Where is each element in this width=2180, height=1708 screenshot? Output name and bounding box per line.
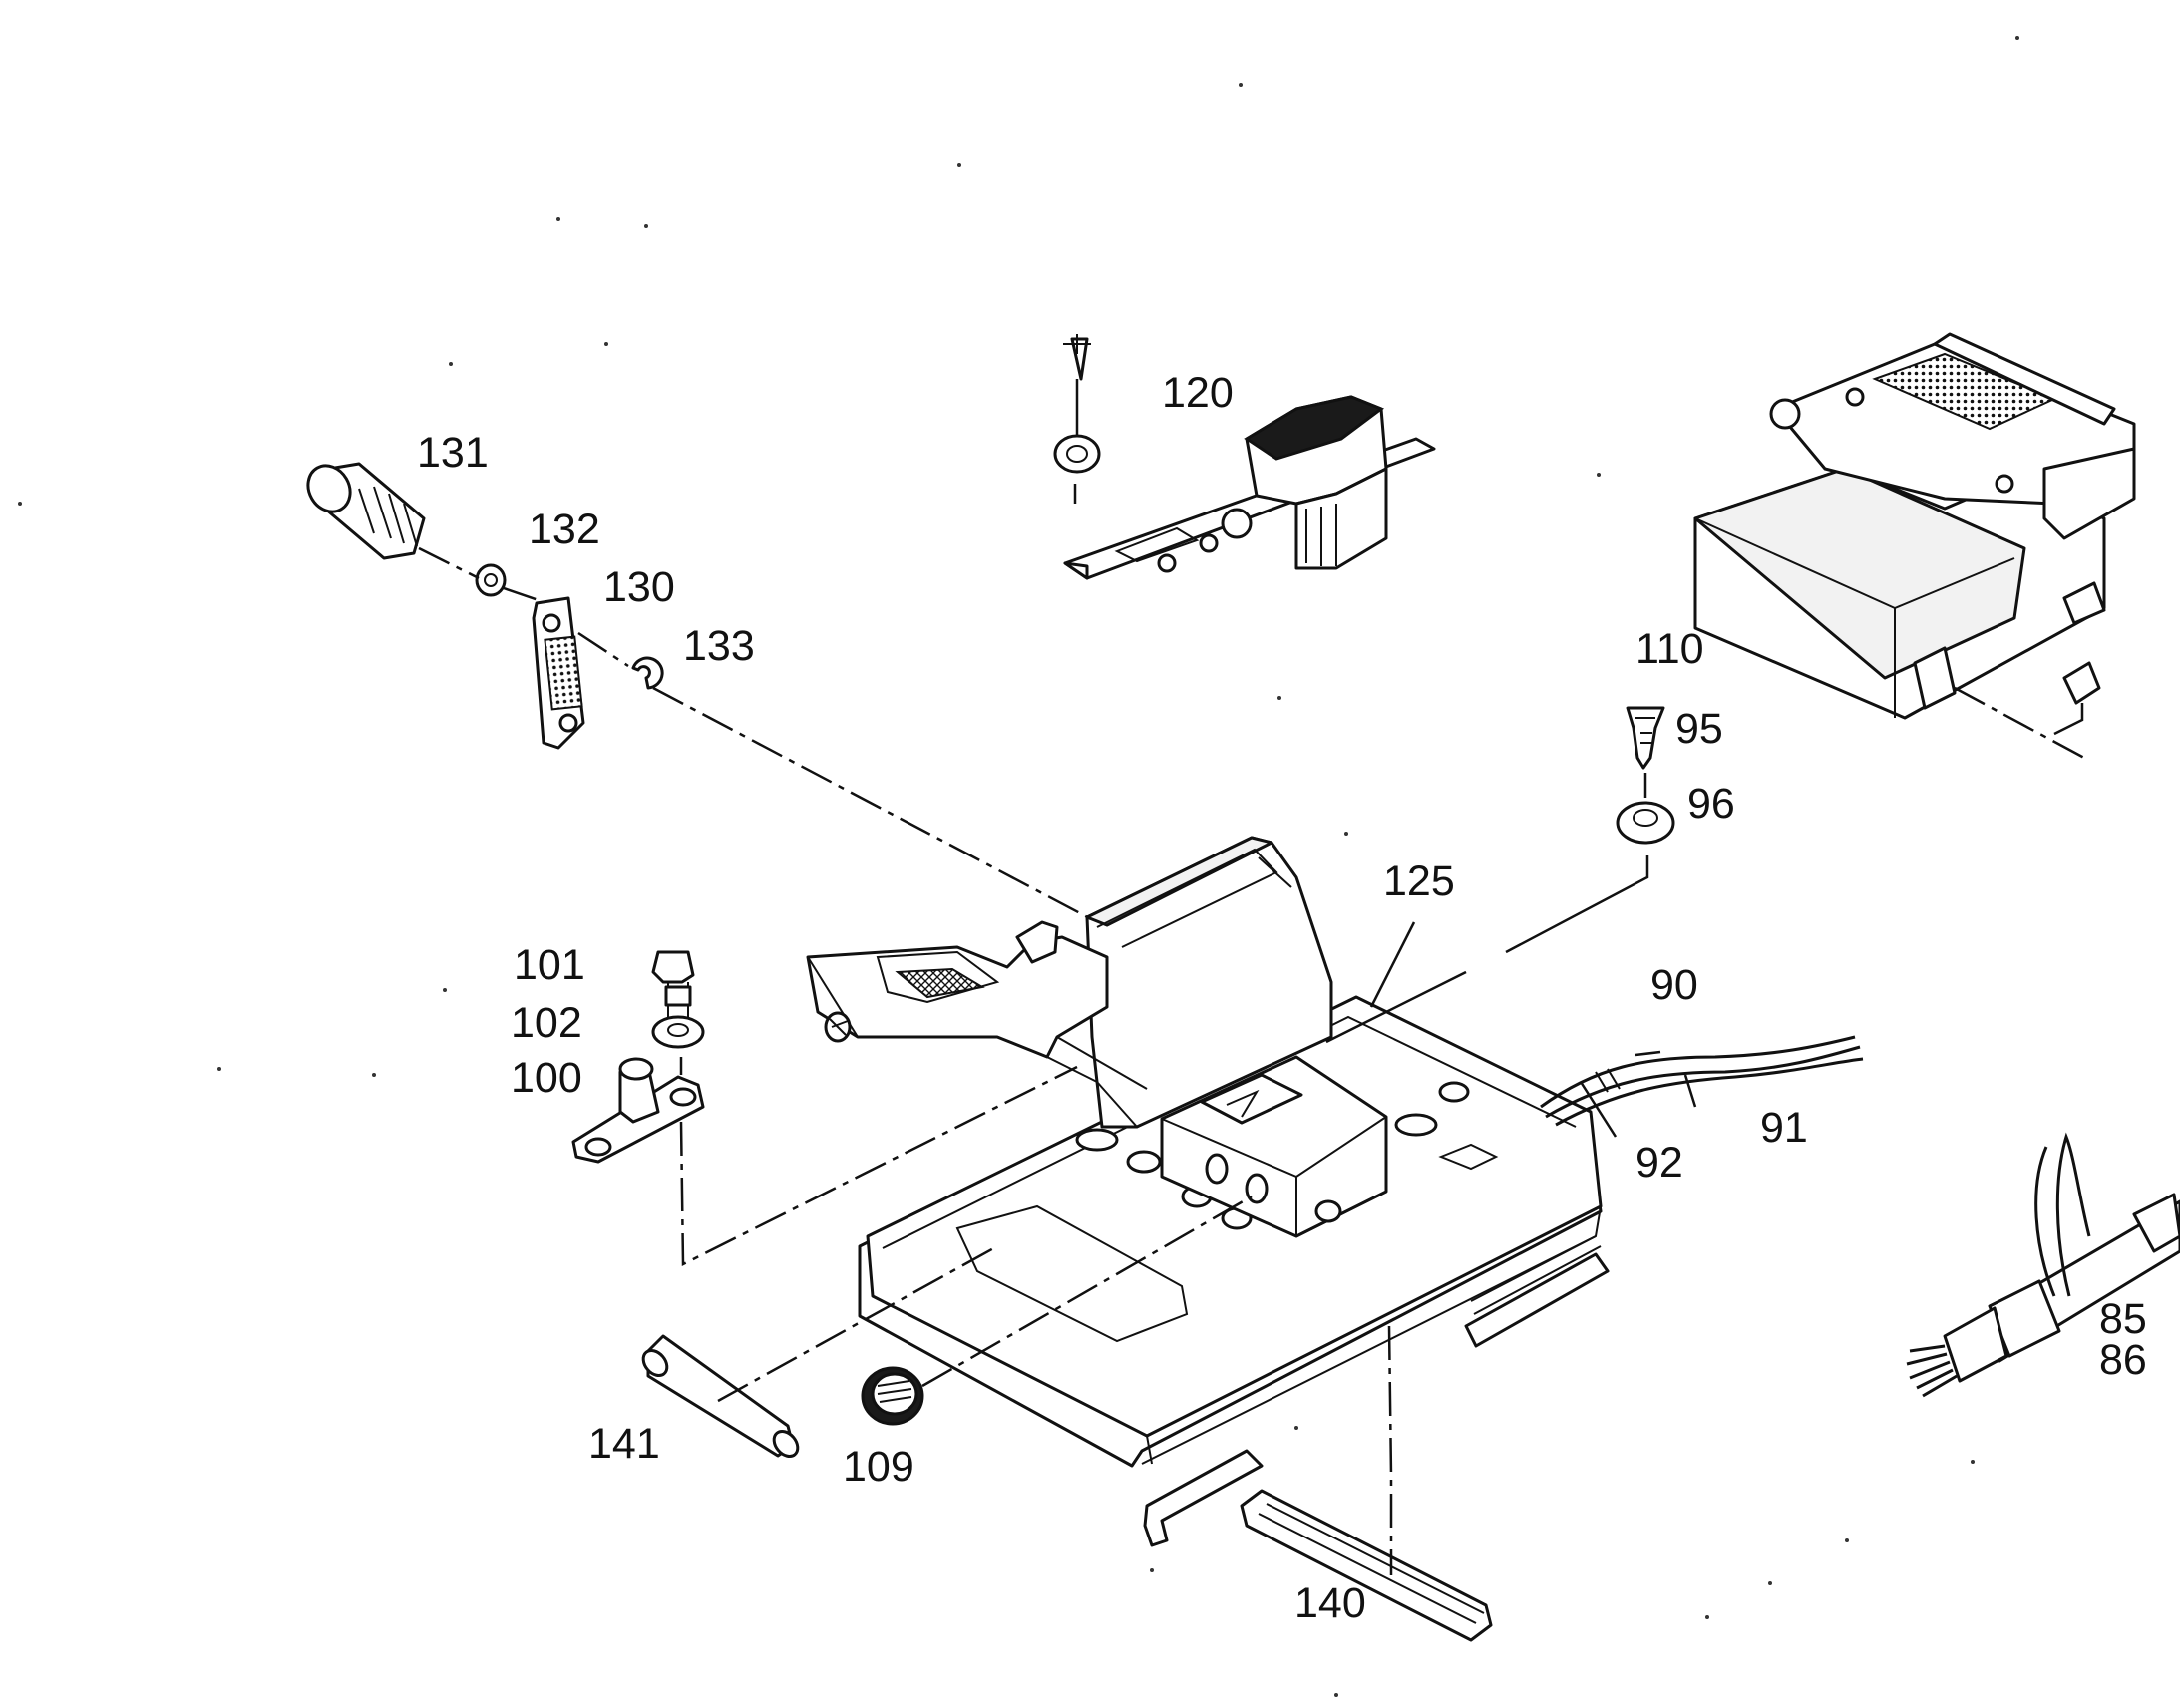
label-90: 90 [1650,961,1698,1009]
rail-channels-140 [1143,1235,1610,1642]
label-133: 133 [683,622,755,670]
wire-bundle [1540,1035,1864,1127]
label-96: 96 [1687,780,1735,828]
label-100: 100 [511,1054,582,1102]
bracket-bolt-set [571,950,1078,1267]
label-101: 101 [514,941,585,989]
base-plate [858,995,1603,1468]
label-140: 140 [1294,1579,1366,1627]
screw-washer-set [1325,706,1675,1044]
label-141: 141 [588,1420,660,1468]
label-120: 120 [1162,369,1234,417]
part-labels: 131 132 130 133 120 110 95 96 125 101 10… [417,369,2147,1627]
center-block [1160,1055,1388,1238]
label-131: 131 [417,429,489,477]
label-125: 125 [1383,857,1455,905]
handle-housing [806,836,1333,1129]
pin-141 [641,1334,800,1459]
label-91: 91 [1760,1104,1808,1152]
label-95: 95 [1675,705,1723,753]
label-86: 86 [2099,1336,2147,1384]
strap-bolt-set [306,462,1098,924]
label-130: 130 [603,563,675,611]
background-specks [18,36,2019,1697]
control-box-assembly [1693,332,2136,760]
label-92: 92 [1635,1139,1683,1187]
guide-lines [717,921,1697,1403]
label-132: 132 [529,506,600,553]
label-102: 102 [511,999,582,1047]
label-109: 109 [843,1443,914,1491]
switch-plate-assembly [1053,334,1436,580]
cable-assembly [1906,1132,2180,1398]
label-85: 85 [2099,1295,2147,1343]
label-110: 110 [1635,625,1704,673]
plug-109 [861,1366,924,1426]
